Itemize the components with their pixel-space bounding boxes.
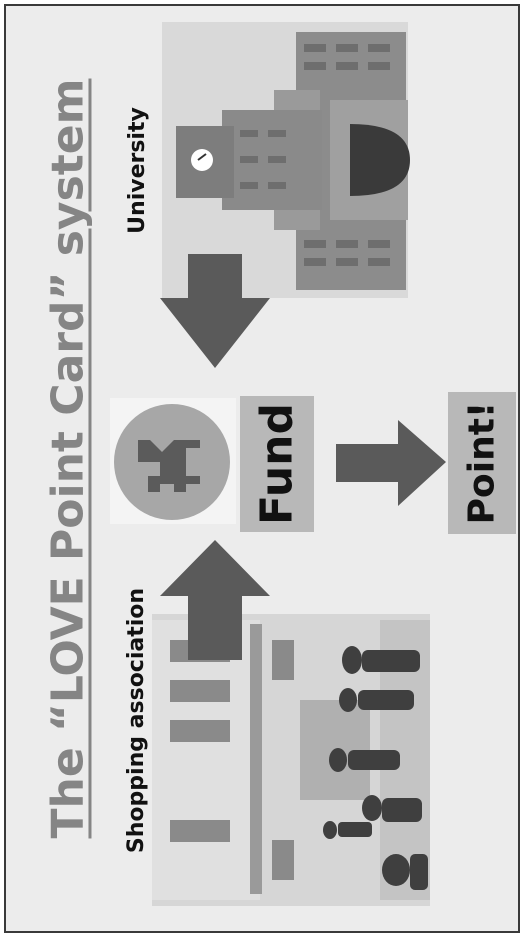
arrow-fund-to-point [336, 420, 446, 506]
arrow-university-to-fund [160, 254, 270, 368]
point-label-box: Point! [448, 392, 516, 534]
yen-coin-icon [110, 398, 236, 524]
shopping-street-icon [152, 614, 430, 906]
university-building-icon [162, 22, 410, 298]
fund-label-box: Fund [240, 396, 314, 532]
arrow-shopping-to-fund [160, 540, 270, 660]
